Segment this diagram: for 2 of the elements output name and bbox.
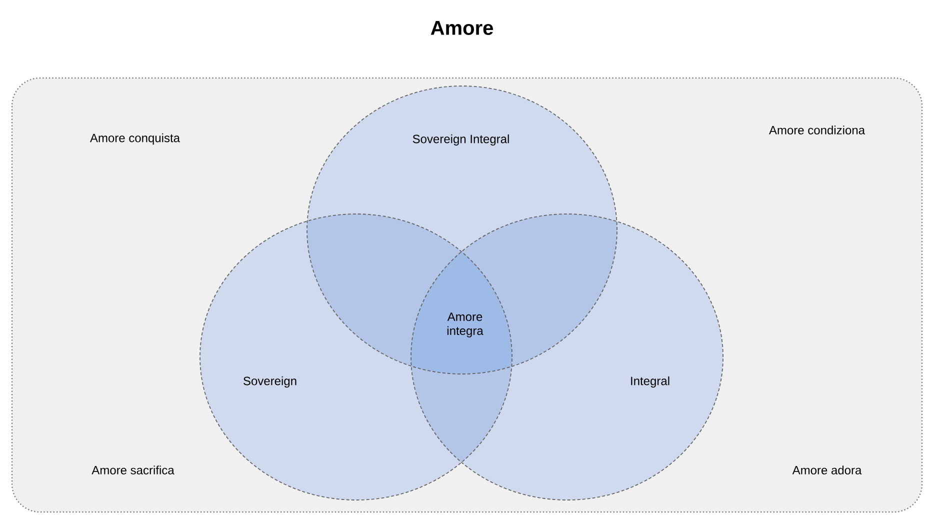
title: Amore (430, 21, 493, 35)
region-label: Amore integra (447, 312, 484, 338)
